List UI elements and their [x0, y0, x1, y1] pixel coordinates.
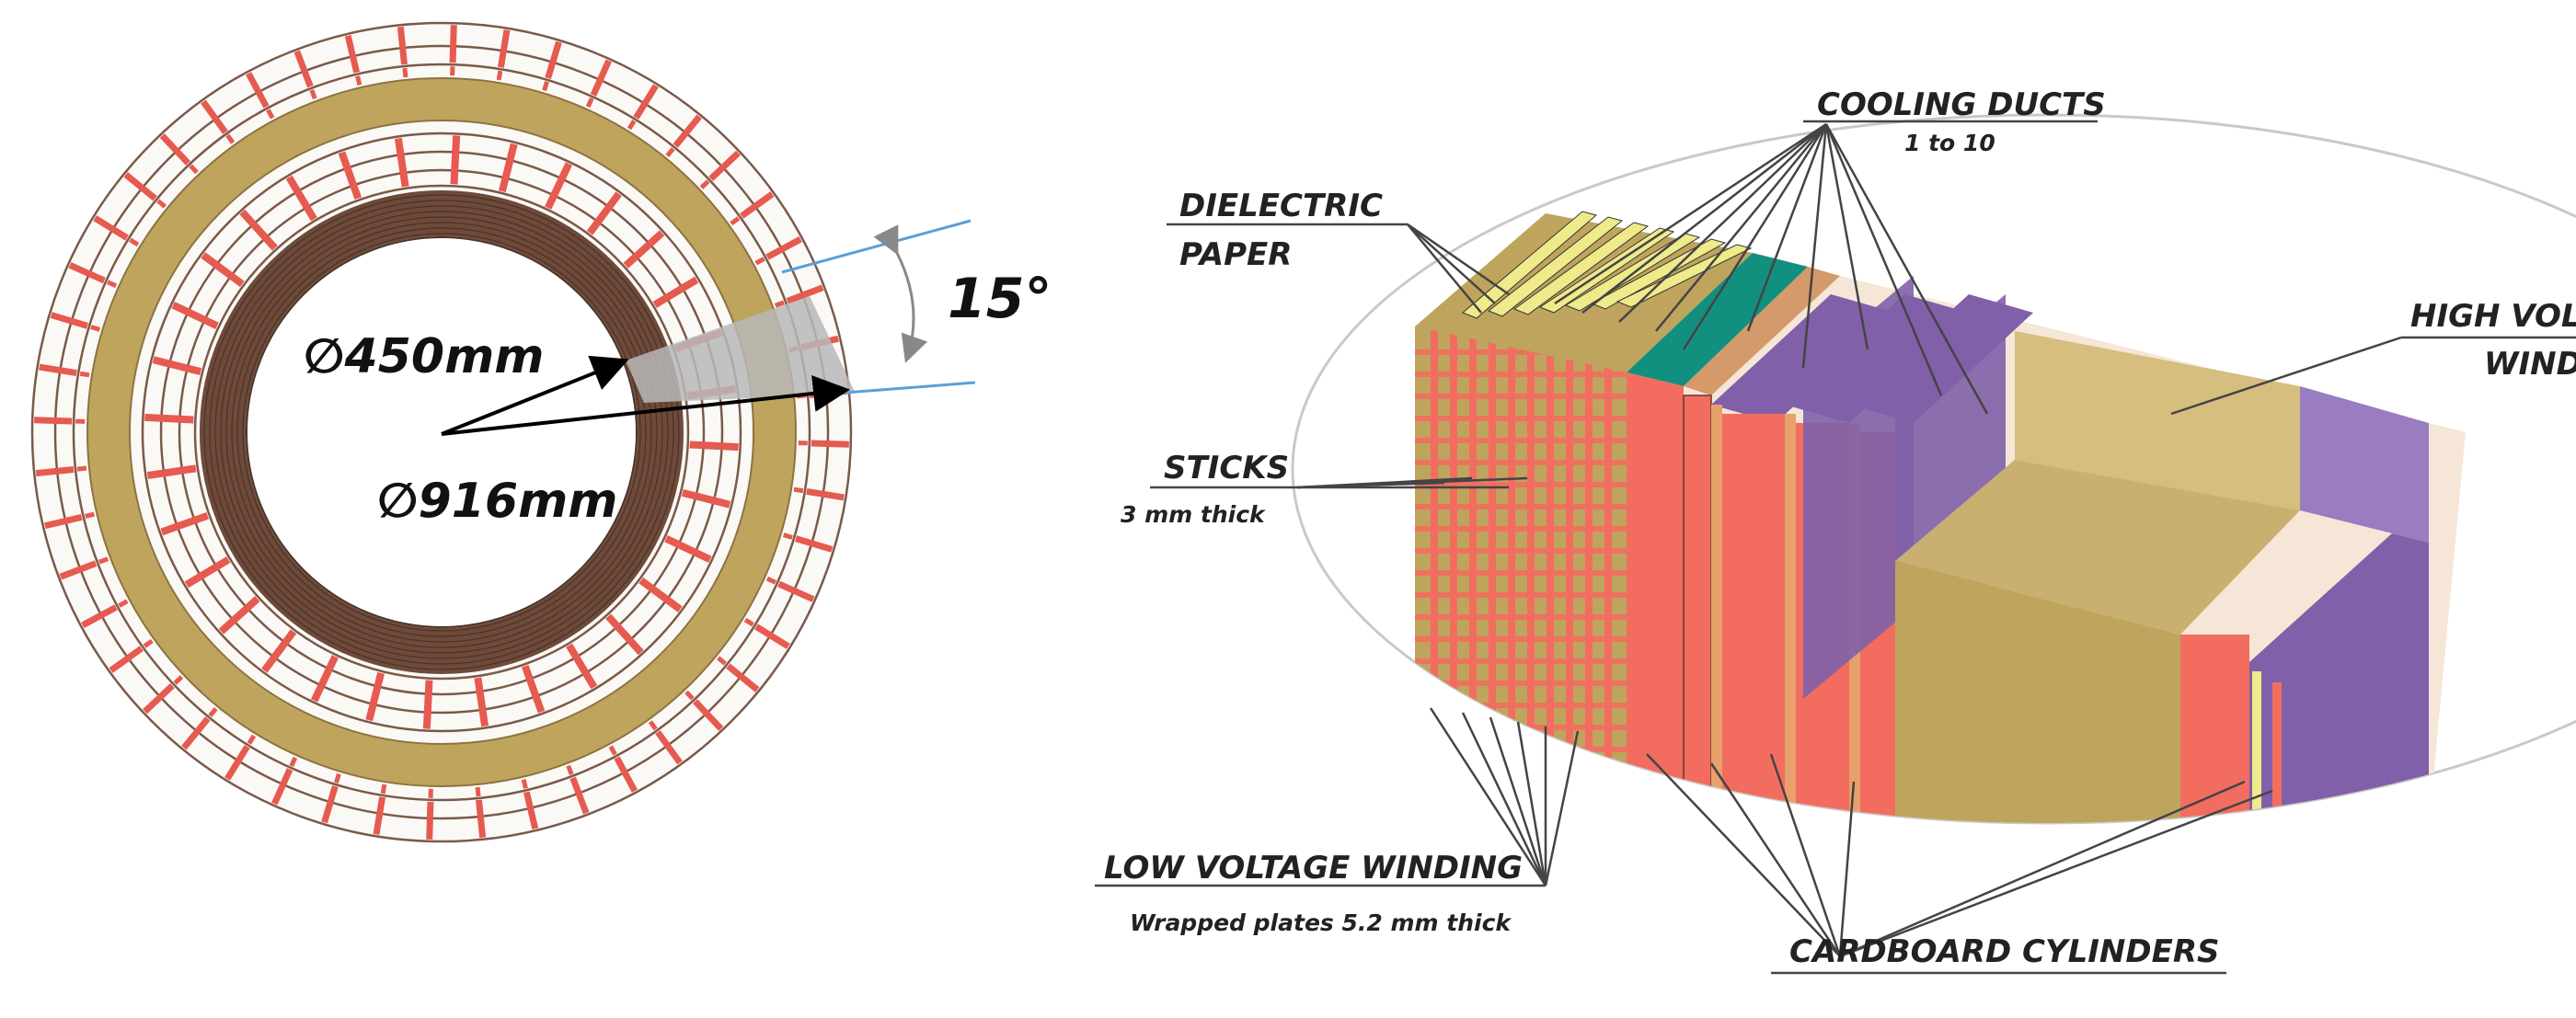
grid-row: [1415, 747, 1627, 752]
grid-row: [1415, 570, 1627, 576]
spacer-stick: [80, 373, 89, 375]
cooling-ducts-sub: 1 to 10: [1904, 130, 1995, 156]
spacer-stick: [794, 489, 803, 491]
grid-row: [1415, 438, 1627, 443]
cardboard-label: CARDBOARD CYLINDERS: [1789, 933, 2220, 970]
grid-row: [1415, 636, 1627, 642]
dielectric-label-2: PAPER: [1179, 236, 1292, 273]
grid-row: [1415, 592, 1627, 598]
angle-label: 15°: [948, 267, 1052, 331]
grid-row: [1415, 769, 1627, 774]
spacer-stick: [77, 468, 86, 469]
low-voltage-label: LOW VOLTAGE WINDING: [1104, 850, 1523, 886]
spacer-stick: [86, 514, 95, 516]
spacer-stick: [91, 327, 100, 330]
dielectric-label-1: DIELECTRIC: [1179, 188, 1383, 224]
spacer-stick: [99, 559, 108, 563]
spacer-stick: [499, 71, 500, 80]
grid-row: [1415, 416, 1627, 421]
leader-line: [1546, 731, 1578, 886]
sticks-sub: 3 mm thick: [1121, 501, 1266, 528]
spacer-stick: [358, 76, 360, 86]
angle-line-lower: [833, 383, 975, 394]
low-voltage-sub: Wrapped plates 5.2 mm thick: [1130, 909, 1512, 936]
grid-row: [1415, 526, 1627, 532]
grid-row: [1415, 658, 1627, 664]
grid-row: [1415, 394, 1627, 399]
spacer-stick: [144, 417, 193, 420]
spacer-stick: [545, 82, 547, 91]
duct-stick: [1785, 414, 1796, 837]
high-voltage-label-2: WINDING: [2484, 346, 2576, 383]
spacer-stick: [34, 420, 72, 421]
spacer-stick: [312, 90, 316, 98]
cardboard-cylinder-2: [1684, 395, 1711, 828]
grid-row: [1415, 681, 1627, 686]
cardboard-cylinder-1: [1627, 372, 1684, 828]
spacer-stick: [523, 780, 525, 789]
grid-row: [1415, 372, 1627, 377]
spacer-stick: [477, 787, 478, 796]
spacer-stick: [430, 802, 431, 840]
grid-row: [1415, 504, 1627, 509]
grid-row: [1415, 548, 1627, 554]
leader-line: [1408, 224, 1495, 303]
spacer-stick: [569, 766, 572, 774]
angle-line-upper: [782, 221, 971, 272]
angle-arc: [897, 253, 914, 360]
spacer-stick: [383, 784, 385, 794]
spacer-stick: [784, 535, 793, 538]
spacer-stick: [400, 27, 404, 64]
spacer-stick: [453, 25, 454, 63]
grid-row: [1415, 460, 1627, 465]
high-voltage-label-1: HIGH VOLTAGE: [2410, 298, 2576, 335]
outer-stick: [2252, 671, 2261, 828]
spacer-stick: [478, 800, 482, 838]
spacer-stick: [811, 443, 849, 444]
spacer-stick: [776, 303, 784, 306]
grid-row: [1415, 725, 1627, 730]
grid-row: [1415, 614, 1627, 620]
spacer-stick: [427, 681, 430, 729]
outer-diameter-label: ∅916mm: [377, 474, 617, 529]
spacer-stick: [405, 68, 406, 77]
outer-cylinder-red: [2180, 635, 2249, 828]
grid-row: [1415, 703, 1627, 708]
cardboard-wall: [1722, 414, 1787, 828]
spacer-stick: [36, 469, 74, 473]
spacer-stick: [454, 135, 456, 184]
inner-diameter-label: ∅450mm: [304, 329, 544, 384]
cooling-ducts-label: COOLING DUCTS: [1817, 86, 2106, 123]
spacer-stick: [690, 444, 739, 447]
spacer-stick: [337, 774, 339, 784]
sticks-label: STICKS: [1164, 450, 1289, 486]
